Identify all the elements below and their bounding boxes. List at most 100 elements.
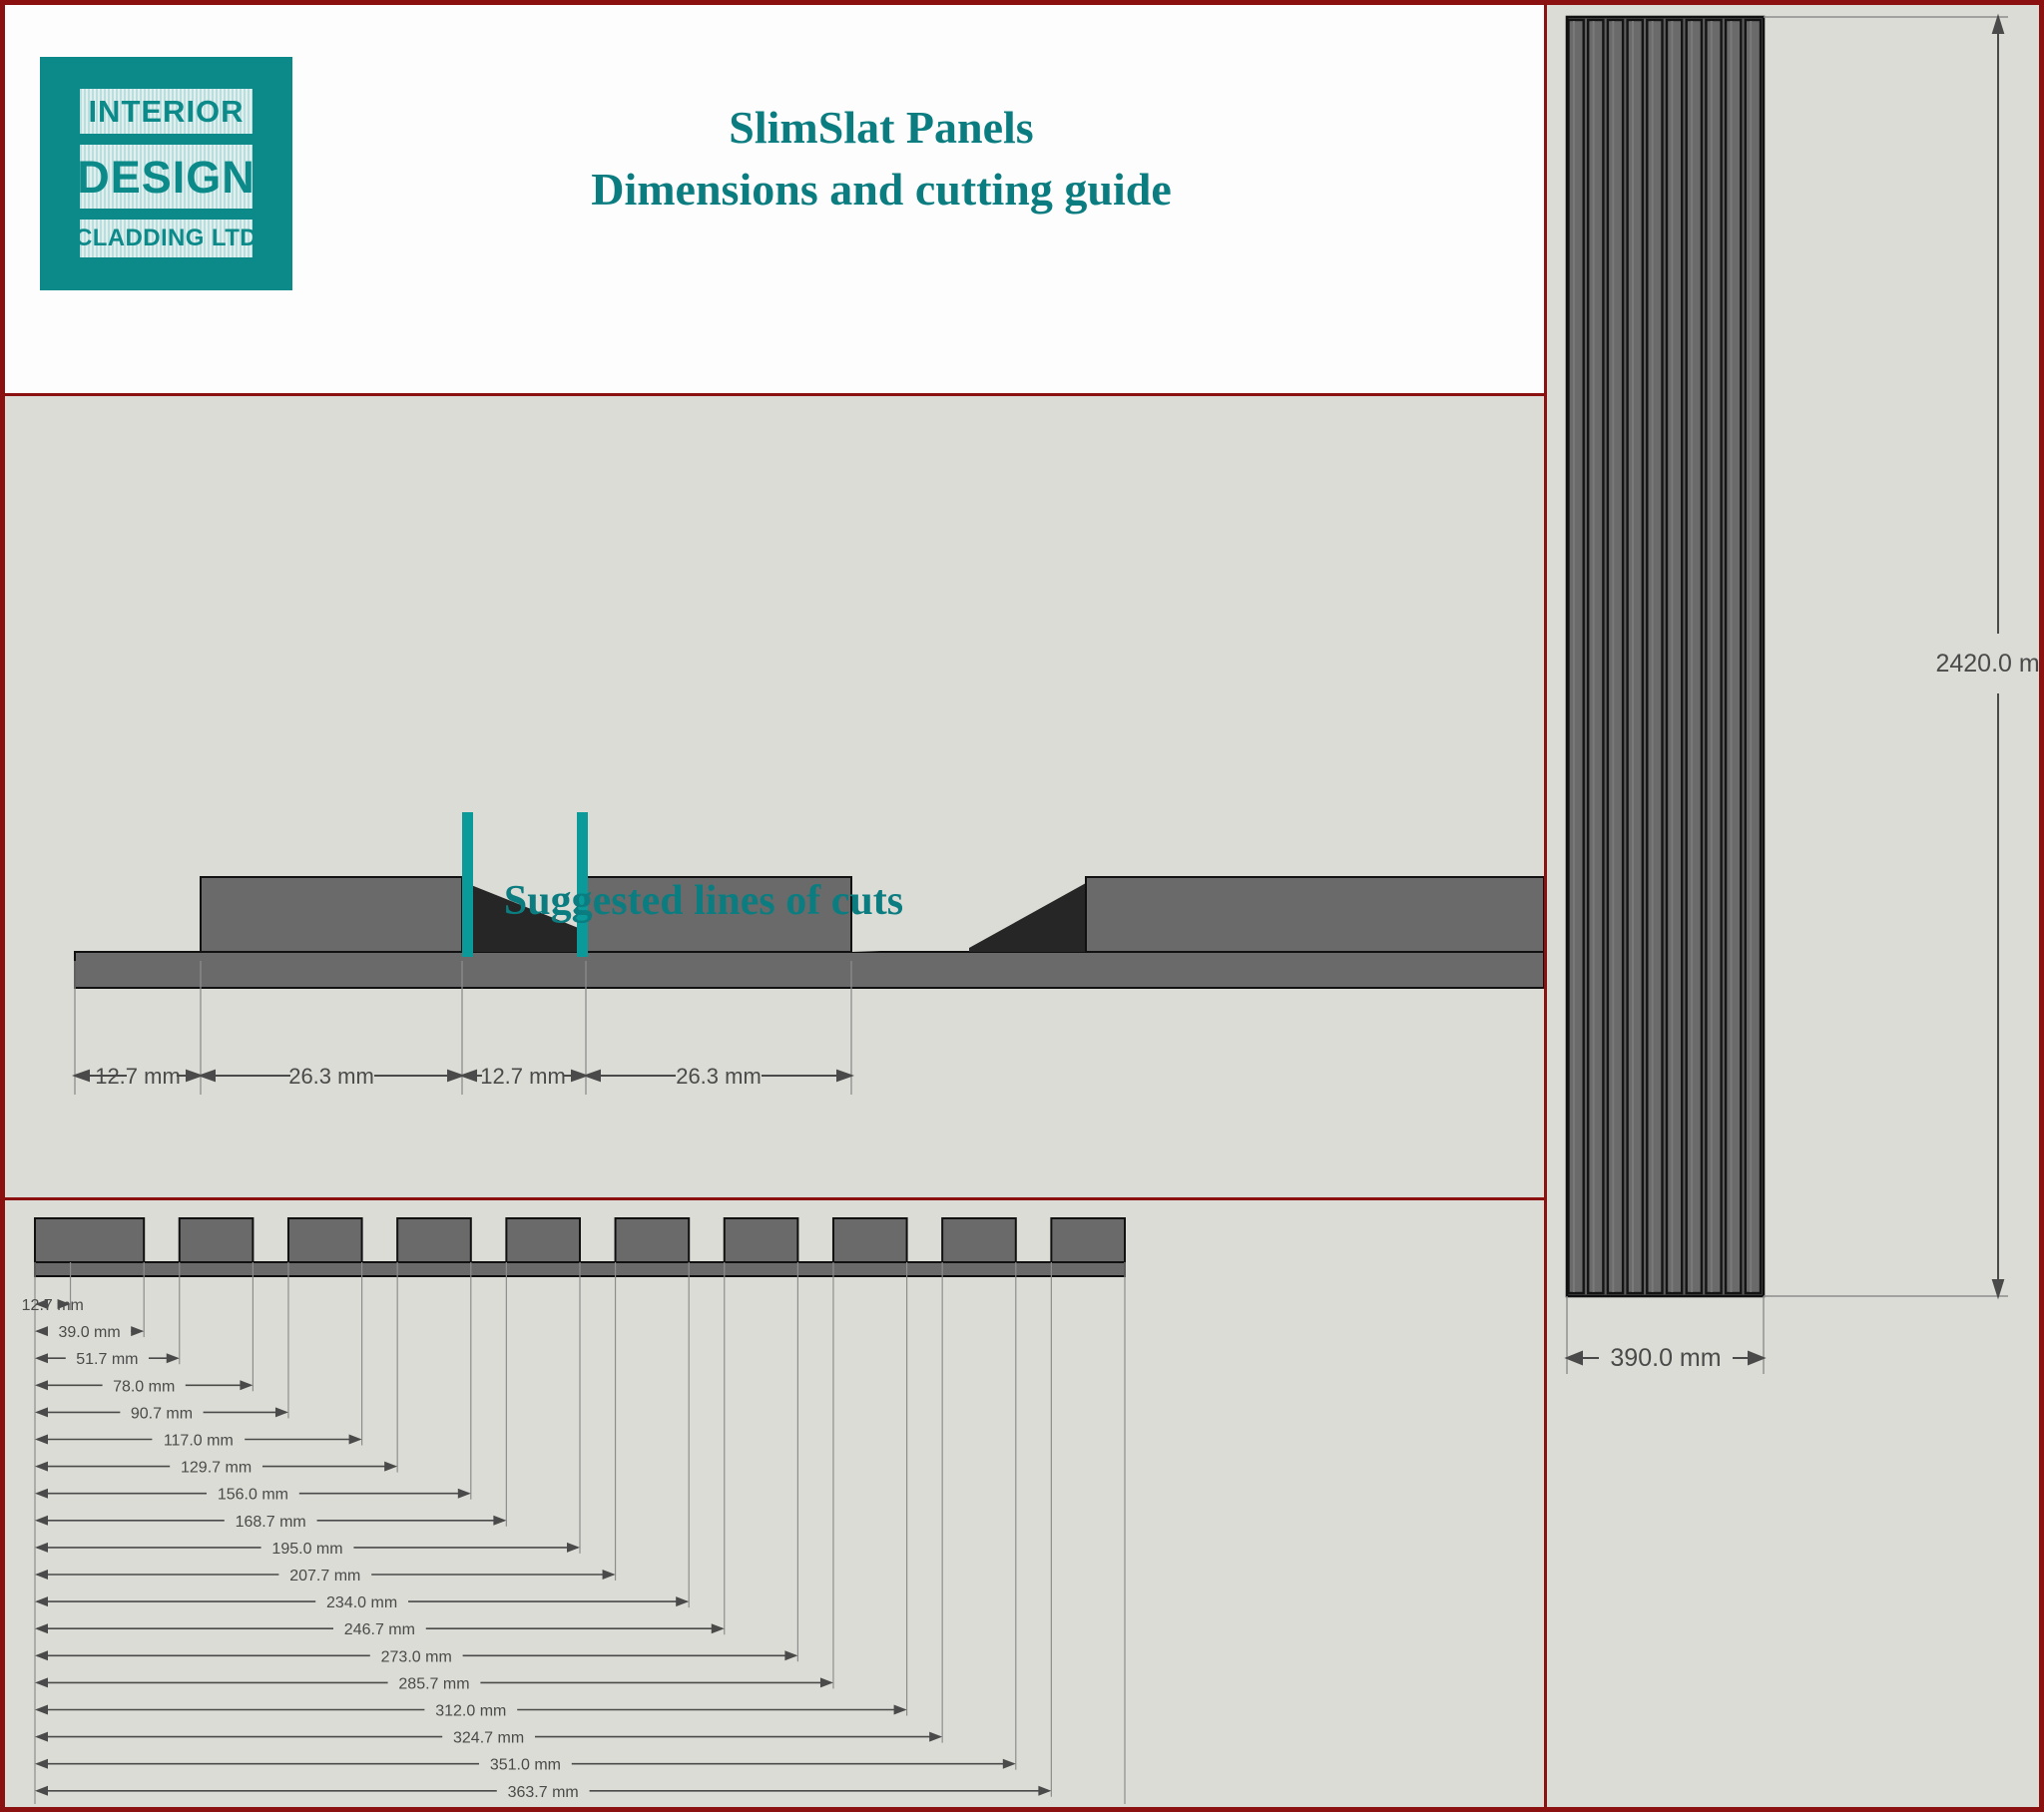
plan-dimension-label: 39.0 mm [58,1324,120,1341]
elevation-slat [1685,18,1704,1295]
cross-section-figure: 12.7 mm 26.3 mm 12.7 mm 26.3 mm [72,812,1544,1095]
backing-board [74,951,1544,989]
plan-dimension-label: 234.0 mm [326,1594,397,1611]
logo-band-interior: INTERIOR [80,89,253,134]
plan-dimension-row: 195.0 mm [35,1541,580,1558]
plan-dimension-label: 273.0 mm [381,1648,452,1665]
plan-dimension-label: 195.0 mm [271,1541,342,1558]
plan-slat [178,1217,255,1263]
plan-dimension-row: 12.7 mm [22,1297,84,1314]
plan-dimension-row: 90.7 mm [35,1405,288,1422]
plan-dimension-label: 351.0 mm [490,1757,561,1774]
elevation-slat-highlight [1730,21,1733,1292]
plan-slat [723,1217,799,1263]
plan-panel: 12.7 mm 39.0 mm 51.7 mm 78.0 mm 90.7 mm 117.0… [5,1200,1547,1807]
cross-section-panel: 12.7 mm 26.3 mm 12.7 mm 26.3 mm Suggeste… [5,396,1547,1200]
groove-shadow-2 [969,883,1086,952]
plan-dimension-label: 51.7 mm [76,1351,138,1368]
plan-slat [1050,1217,1126,1263]
plan-figure: 12.7 mm 39.0 mm 51.7 mm 78.0 mm 90.7 mm 117.0… [22,1217,1126,1804]
elevation-outline [1565,15,1766,1298]
elevation-slat-highlight [1632,21,1634,1292]
plan-slat [286,1217,363,1263]
left-column: INTERIOR DESIGN CLADDING LTD SlimSlat Pa… [5,5,1547,1807]
elevation-slat [1744,18,1763,1295]
plan-dimension-label: 168.7 mm [236,1514,306,1531]
elevation-panel: 2420.0 mm 390.0 mm [1547,5,2039,1807]
plan-dimension-row: 234.0 mm [35,1594,690,1611]
elevation-slat-highlight [1612,21,1615,1292]
company-logo: INTERIOR DESIGN CLADDING LTD [40,57,292,290]
plan-dimension-row: 351.0 mm [35,1757,1016,1774]
logo-band-design: DESIGN [77,145,256,209]
plan-dimension-label: 78.0 mm [113,1378,175,1395]
logo-text-design: DESIGN [77,151,256,203]
cut-line-right [577,812,588,957]
plan-dimension-label: 207.7 mm [289,1568,360,1585]
cut-lines-heading: Suggested lines of cuts [503,878,904,924]
plan-slat [34,1217,146,1263]
elevation-slat [1626,18,1644,1295]
plan-dimension-label: 90.7 mm [131,1405,193,1422]
plan-dimension-row: 207.7 mm [35,1568,616,1585]
document-title-line1: SlimSlat Panels [729,102,1034,153]
elevation-slat-highlight [1710,21,1713,1292]
elevation-slat [1646,18,1664,1295]
section-dimension-row [72,1069,854,1083]
elevation-figure: 2420.0 mm 390.0 mm [1564,13,2039,1374]
elevation-width-witness [1566,1296,1765,1374]
plan-dimension-label: 156.0 mm [218,1487,288,1504]
plan-dimension-label: 129.7 mm [181,1460,252,1477]
plan-slat [396,1217,472,1263]
plan-slat [831,1217,908,1263]
plan-dimension-row: 285.7 mm [35,1675,833,1692]
plan-dimension-row: 312.0 mm [35,1703,907,1720]
plan-dimension-row: 78.0 mm [35,1378,254,1395]
groove-shadow-1 [466,883,586,952]
elevation-height-witness [1764,16,2008,1297]
elevation-slat [1567,18,1585,1295]
plan-dimension-row: 246.7 mm [35,1621,725,1638]
title-panel: INTERIOR DESIGN CLADDING LTD SlimSlat Pa… [5,5,1547,396]
slat-profile-3 [1085,876,1544,953]
plan-dimension-row: 129.7 mm [35,1460,398,1477]
plan-dimension-row: 39.0 mm [35,1324,145,1341]
plan-dimension-label: 12.7 mm [22,1297,84,1314]
section-dim-label-3: 12.7 mm [480,1064,566,1089]
elevation-slat-highlight [1651,21,1654,1292]
elevation-slat [1705,18,1723,1295]
elevation-slat [1665,18,1684,1295]
document-title-line2: Dimensions and cutting guide [591,164,1172,215]
plan-dimension-stack: 12.7 mm 39.0 mm 51.7 mm 78.0 mm 90.7 mm 117.0… [22,1297,1052,1801]
plan-slat [941,1217,1017,1263]
plan-dimension-row: 273.0 mm [35,1648,798,1665]
section-dim-label-2: 26.3 mm [288,1064,374,1089]
logo-text-cladding: CLADDING LTD [75,225,257,251]
section-dimension-labels: 12.7 mm 26.3 mm 12.7 mm 26.3 mm [95,1064,762,1089]
plan-dimension-row: 117.0 mm [35,1433,362,1450]
plan-dimension-label: 312.0 mm [435,1703,506,1720]
elevation-height-label: 2420.0 mm [1935,650,2039,678]
elevation-slat-highlight [1592,21,1595,1292]
elevation-slat-highlight [1691,21,1694,1292]
plan-dimension-label: 246.7 mm [344,1621,415,1638]
elevation-height-dimension [1991,13,2005,1300]
logo-text-interior: INTERIOR [88,94,245,129]
plan-slat [614,1217,691,1263]
plan-dimension-row: 51.7 mm [35,1351,180,1368]
plan-dimension-label: 363.7 mm [508,1784,579,1801]
cut-line-left [462,812,473,957]
plan-dimension-row: 168.7 mm [35,1514,507,1531]
elevation-slat-highlight [1671,21,1674,1292]
plan-dimension-label: 324.7 mm [453,1730,524,1747]
section-dim-label-4: 26.3 mm [676,1064,762,1089]
plan-witness-lines [34,1262,1126,1804]
elevation-width-label: 390.0 mm [1610,1344,1721,1372]
plan-dimension-row: 156.0 mm [35,1487,471,1504]
section-dim-label-1: 12.7 mm [95,1064,181,1089]
elevation-slat [1587,18,1605,1295]
elevation-slat [1606,18,1625,1295]
plan-dimension-row: 363.7 mm [35,1784,1052,1801]
logo-band-cladding: CLADDING LTD [75,220,257,257]
